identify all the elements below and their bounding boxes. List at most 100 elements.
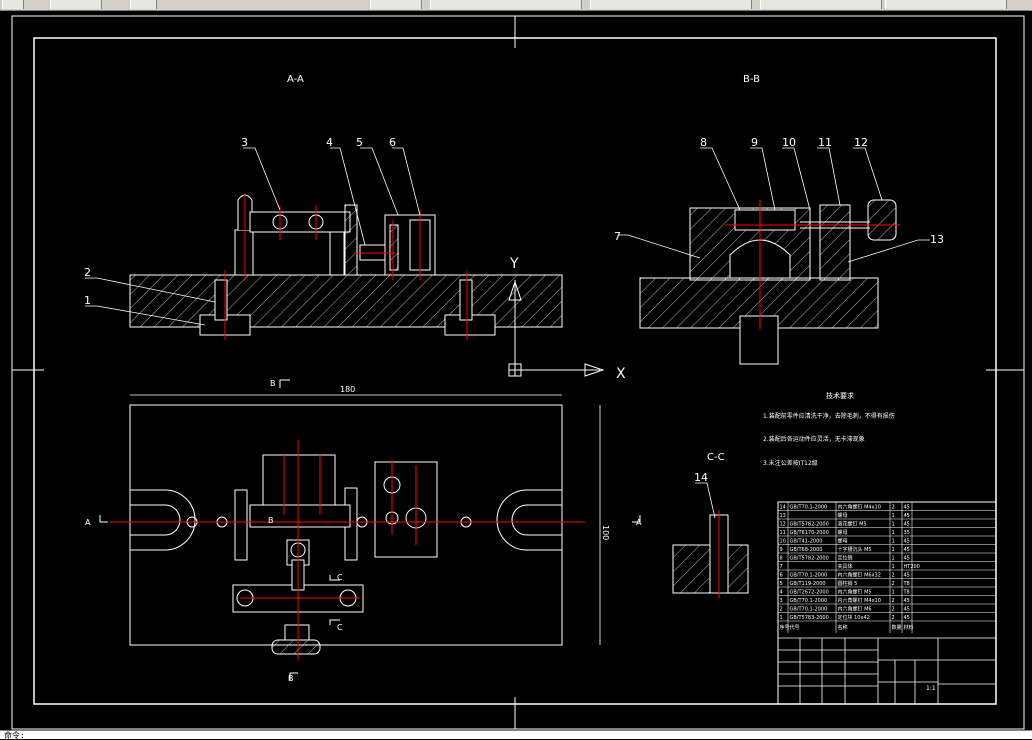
bom-cell: GB/T6170-2000: [790, 530, 829, 536]
bom-cell: 定位销: [838, 555, 853, 562]
cut-a-left: A: [85, 518, 91, 527]
bom-cell: 4: [780, 590, 783, 596]
bom-cell: 2: [892, 607, 895, 613]
bom-cell: 1: [892, 530, 895, 536]
bom-cell: 1: [892, 590, 895, 596]
section-bb-view: [618, 147, 930, 365]
section-aa-label: A-A: [287, 74, 304, 85]
part-label-14: 14: [694, 471, 708, 484]
bom-row: 13 螺母 1 45: [780, 512, 910, 519]
bom-cell: 45: [904, 513, 910, 519]
bom-cell: GB/T70.1-2000: [790, 607, 828, 613]
bom-cell: 1: [892, 564, 895, 570]
toolbar-button-properties[interactable]: [130, 0, 157, 9]
dim-side: 100: [601, 525, 610, 540]
drawing-canvas[interactable]: A-A: [0, 11, 1032, 730]
bom-cell: 十字槽沉头 M5: [838, 546, 872, 553]
command-line[interactable]: 命令:: [0, 730, 1032, 740]
bom-cell: GB/T119-2000: [790, 581, 826, 587]
bom-cell: 螺母: [838, 538, 848, 545]
bom-cell: 2: [892, 505, 895, 511]
bom-cell: 2: [892, 598, 895, 604]
bom-cell: HT200: [904, 564, 920, 570]
bom-cell: 1: [780, 615, 783, 621]
bom-header-cell: 名称: [838, 624, 848, 631]
part-labels-left: 3 4 5 6 2 1: [84, 136, 396, 307]
part-label-11: 11: [818, 136, 832, 149]
part-label-12: 12: [854, 136, 868, 149]
part-label-7: 7: [614, 230, 621, 243]
bom-header-cell: 序号: [780, 624, 790, 631]
cad-drawing: A-A: [11, 15, 1025, 730]
toolbar: [0, 0, 1032, 11]
technical-notes: 技术要求 1.装配前零件应清洗干净，去除毛刺，不得有损伤 2.装配后各运动件应灵…: [763, 391, 895, 467]
part-label-6: 6: [389, 136, 396, 149]
bom-cell: 定位块 10x42: [838, 614, 870, 621]
bom-cell: 12: [780, 522, 786, 528]
cut-b-top: B: [270, 379, 276, 388]
bom-cell: 45: [904, 598, 910, 604]
bom-cell: GB/T5783-2000: [790, 615, 829, 621]
sheet-outer-border: [11, 15, 1025, 730]
bom-cell: 螺母: [838, 529, 848, 536]
bom-cell: 2: [892, 615, 895, 621]
tech-title: 技术要求: [826, 391, 854, 400]
toolbar-dropdown-lineweight[interactable]: [760, 0, 882, 9]
plan-view-labels: 180 100 A A B B B C C: [85, 379, 642, 683]
bom-cell: 9: [780, 547, 783, 553]
bom-cell: 1: [892, 513, 895, 519]
bom-cell: 45: [904, 505, 910, 511]
bom-cell: 13: [780, 513, 786, 519]
bom-header-cell: 代号: [790, 624, 800, 631]
bom-cell: 3: [780, 598, 783, 604]
bom-header: 序号代号 名称 数量材料: [780, 624, 914, 631]
toolbar-button-style[interactable]: [370, 0, 422, 9]
section-cc-view: [672, 482, 749, 598]
part-labels-right: 7 8 9 10 11 12 13: [614, 136, 944, 246]
bom-cell: 2: [892, 573, 895, 579]
bom-cell: 35: [904, 530, 910, 536]
toolbar-dropdown-plotstyle[interactable]: [885, 0, 1007, 9]
title-block-scale: 1:1: [926, 685, 936, 692]
tech-note-1: 1.装配前零件应清洗干净，去除毛刺，不得有损伤: [763, 412, 895, 420]
tech-note-2: 2.装配后各运动件应灵活，无卡滞现象: [763, 435, 865, 443]
bom-cell: 2: [892, 581, 895, 587]
bom-cell: 内六角螺钉 M6x32: [838, 572, 881, 579]
bom-cell: 14: [780, 505, 786, 511]
bom-cell: 1: [892, 522, 895, 528]
toolbar-button-layers[interactable]: [50, 0, 102, 9]
bom-cell: 11: [780, 530, 786, 536]
bom-cell: 夹具体: [838, 563, 853, 570]
toolbar-button-new[interactable]: [2, 0, 24, 9]
bom-cell: 45: [904, 547, 910, 553]
bom-cell: 内六角螺钉 M5: [838, 589, 872, 596]
bom-cell: 内六角螺钉 M4x10: [838, 597, 881, 604]
part-label-9: 9: [751, 136, 758, 149]
bom-cell: GB/T70.1-2000: [790, 573, 828, 579]
bom-header-cell: 材料: [904, 624, 914, 631]
plan-view: [99, 379, 641, 680]
bom-cell: 45: [904, 607, 910, 613]
part-label-4: 4: [326, 136, 333, 149]
bom-header-cell: 数量: [892, 624, 902, 631]
bom-cell: GB/T70.1-2000: [790, 598, 828, 604]
section-aa-view: [85, 147, 563, 340]
bom-cell: T8: [903, 590, 910, 596]
bom-cell: 8: [780, 556, 783, 562]
cut-c-top: C: [337, 573, 343, 582]
toolbar-dropdown-linetype[interactable]: [590, 0, 752, 9]
toolbar-dropdown-layer[interactable]: [430, 0, 582, 9]
bom-cell: 45: [904, 615, 910, 621]
cut-b-bottom: B: [288, 674, 294, 683]
bom-cell: 2: [780, 607, 783, 613]
axis-x-label: X: [616, 366, 626, 382]
bom-cell: 螺母: [838, 512, 848, 519]
